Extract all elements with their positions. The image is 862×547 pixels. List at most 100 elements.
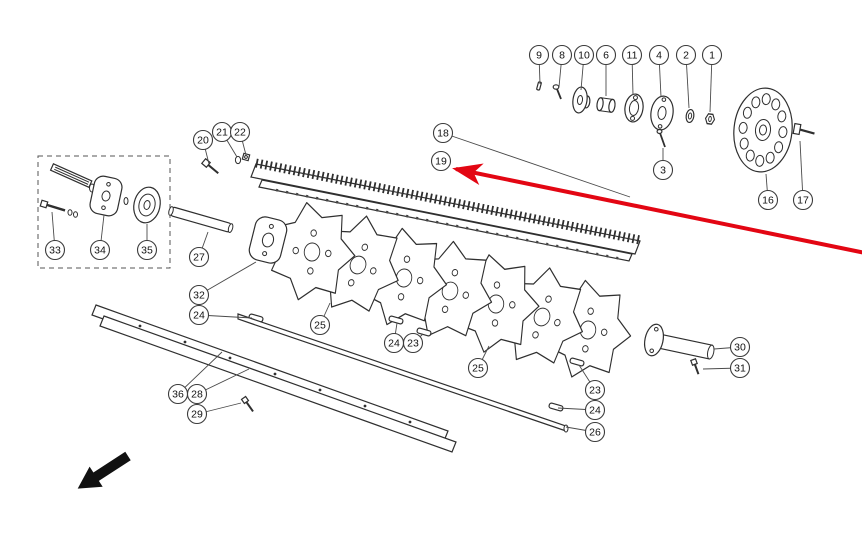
pin-23	[416, 327, 432, 337]
callout-25[interactable]: 25	[309, 314, 331, 336]
callout-29[interactable]: 29	[186, 403, 208, 425]
callout-21[interactable]: 21	[211, 121, 233, 143]
callout-balloon-1[interactable]	[701, 44, 723, 66]
callout-24[interactable]: 24	[584, 399, 606, 421]
callout-balloon-32[interactable]	[188, 284, 210, 306]
callout-balloon-22[interactable]	[229, 121, 251, 143]
callout-balloon-24[interactable]	[584, 399, 606, 421]
callout-balloon-16[interactable]	[757, 189, 779, 211]
nut-small	[73, 211, 78, 218]
rivet	[138, 324, 142, 328]
callout-9[interactable]: 9	[528, 44, 550, 66]
callout-balloon-3[interactable]	[652, 159, 674, 181]
callout-balloon-19[interactable]	[430, 150, 452, 172]
callout-11[interactable]: 11	[621, 44, 643, 66]
callout-balloon-10[interactable]	[573, 44, 595, 66]
callout-balloon-23[interactable]	[584, 379, 606, 401]
callout-23[interactable]: 23	[584, 379, 606, 401]
spacer-washer	[123, 197, 129, 205]
bolt-31	[690, 358, 700, 375]
callout-2[interactable]: 2	[675, 44, 697, 66]
bolt-8	[552, 84, 562, 100]
callout-4[interactable]: 4	[648, 44, 670, 66]
rivet	[273, 372, 277, 376]
callout-balloon-34[interactable]	[89, 239, 111, 261]
bearing-exploded-assembly	[536, 81, 815, 173]
callout-balloon-20[interactable]	[192, 129, 214, 151]
callout-balloon-27[interactable]	[188, 246, 210, 268]
callout-20[interactable]: 20	[192, 129, 214, 151]
callout-balloon-6[interactable]	[595, 44, 617, 66]
callout-24[interactable]: 24	[383, 332, 405, 354]
callout-26[interactable]: 26	[584, 421, 606, 443]
hub-flange	[643, 323, 665, 357]
callout-24[interactable]: 24	[188, 304, 210, 326]
callout-33[interactable]: 33	[44, 239, 66, 261]
callout-10[interactable]: 10	[573, 44, 595, 66]
rack-bar-body	[250, 163, 641, 255]
callout-label-31: 31	[734, 363, 746, 375]
dashed-detail-box	[37, 155, 171, 269]
bolt-20	[200, 157, 219, 175]
callout-label-17: 17	[797, 195, 809, 207]
callout-balloon-24[interactable]	[188, 304, 210, 326]
callout-balloon-33[interactable]	[44, 239, 66, 261]
callout-19[interactable]: 19	[430, 150, 452, 172]
callout-23[interactable]: 23	[402, 332, 424, 354]
drive-shaft-assembly	[39, 163, 161, 224]
callout-17[interactable]: 17	[792, 189, 814, 211]
callout-balloon-25[interactable]	[467, 357, 489, 379]
callout-28[interactable]: 28	[186, 383, 208, 405]
callout-label-19: 19	[435, 156, 447, 168]
callout-label-25: 25	[314, 320, 326, 332]
rivet	[228, 356, 232, 360]
bolt-17	[792, 122, 815, 136]
callout-balloon-9[interactable]	[528, 44, 550, 66]
callout-balloon-29[interactable]	[186, 403, 208, 425]
callout-balloon-31[interactable]	[729, 357, 751, 379]
callout-22[interactable]: 22	[229, 121, 251, 143]
callout-label-33: 33	[49, 245, 61, 257]
callout-balloon-25[interactable]	[309, 314, 331, 336]
callout-8[interactable]: 8	[551, 44, 573, 66]
callout-balloon-30[interactable]	[729, 336, 751, 358]
callout-label-23: 23	[589, 385, 601, 397]
callout-34[interactable]: 34	[89, 239, 111, 261]
callout-30[interactable]: 30	[729, 336, 751, 358]
rack-mount-hardware	[200, 152, 251, 175]
callout-36[interactable]: 36	[167, 383, 189, 405]
pin-24	[548, 402, 564, 412]
callout-3[interactable]: 3	[652, 159, 674, 181]
callout-label-2: 2	[683, 50, 689, 62]
rivet	[363, 404, 367, 408]
callout-balloon-26[interactable]	[584, 421, 606, 443]
end-flange-plate-32	[248, 216, 288, 264]
callout-31[interactable]: 31	[729, 357, 751, 379]
callout-balloon-17[interactable]	[792, 189, 814, 211]
hub-disc-35	[133, 186, 161, 224]
callout-balloon-2[interactable]	[675, 44, 697, 66]
callout-balloon-4[interactable]	[648, 44, 670, 66]
callout-balloon-35[interactable]	[136, 239, 158, 261]
callout-25[interactable]: 25	[467, 357, 489, 379]
callout-balloon-11[interactable]	[621, 44, 643, 66]
callout-label-23: 23	[407, 338, 419, 350]
callout-balloon-28[interactable]	[186, 383, 208, 405]
callout-6[interactable]: 6	[595, 44, 617, 66]
callout-balloon-8[interactable]	[551, 44, 573, 66]
callout-balloon-23[interactable]	[402, 332, 424, 354]
callout-label-24: 24	[388, 338, 400, 350]
callout-32[interactable]: 32	[188, 284, 210, 306]
callout-1[interactable]: 1	[701, 44, 723, 66]
callout-18[interactable]: 18	[432, 122, 454, 144]
callout-label-20: 20	[197, 135, 209, 147]
callout-balloon-18[interactable]	[432, 122, 454, 144]
callout-16[interactable]: 16	[757, 189, 779, 211]
callout-27[interactable]: 27	[188, 246, 210, 268]
callout-35[interactable]: 35	[136, 239, 158, 261]
flange-plate-34	[89, 175, 123, 217]
red-annotation-arrow	[452, 163, 862, 255]
callout-label-4: 4	[656, 50, 662, 62]
pin-9	[536, 81, 542, 91]
